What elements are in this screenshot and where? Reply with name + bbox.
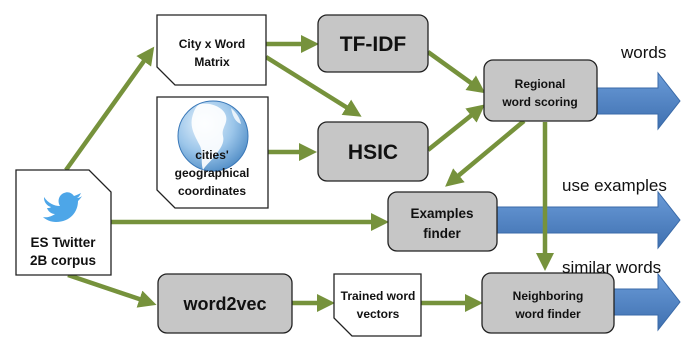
geo-coordinates-node: cities' geographical coordinates [156, 96, 269, 209]
coords-label-line2: geographical [175, 166, 250, 180]
arrow-corpus-to-matrix [64, 46, 155, 172]
tfidf-label: TF-IDF [340, 33, 407, 56]
coords-label-line3: coordinates [178, 184, 246, 198]
trained-label-line2: vectors [357, 307, 400, 321]
examples-label-line2: finder [423, 226, 461, 241]
output-arrow-words [596, 71, 681, 131]
examples-label-line1: Examples [410, 206, 473, 221]
regional-label-line1: Regional [515, 77, 566, 91]
neighbor-label-line1: Neighboring [513, 289, 584, 303]
regional-word-scoring-node: Regional word scoring [483, 59, 598, 122]
arrow-regional-to-examples [445, 119, 526, 187]
regional-label-line2: word scoring [501, 95, 577, 109]
twitter-corpus-node: ES Twitter 2B corpus [15, 169, 112, 276]
coords-label-line1: cities' [195, 148, 229, 162]
output-label-use-examples: use examples [562, 176, 667, 195]
output-label-similar-words: similar words [562, 258, 661, 277]
trained-label-line1: Trained word [341, 289, 416, 303]
word2vec-node: word2vec [157, 273, 293, 334]
neighboring-word-finder-node: Neighboring word finder [481, 272, 615, 334]
neighbor-label-line2: word finder [514, 307, 581, 321]
city-word-matrix-node: City x Word Matrix [156, 14, 267, 86]
corpus-label-line2: 2B corpus [30, 253, 96, 268]
tfidf-node: TF-IDF [317, 14, 429, 73]
globe-icon [177, 100, 249, 172]
twitter-bird-icon [43, 192, 82, 222]
output-arrow-similar-words [613, 272, 681, 332]
matrix-label-line1: City x Word [179, 37, 245, 51]
hsic-label: HSIC [348, 141, 398, 164]
arrow-tfidf-to-regional [426, 50, 486, 94]
word2vec-label: word2vec [182, 294, 266, 314]
connector-arrows [64, 35, 554, 312]
output-label-words: words [620, 43, 666, 62]
matrix-label-line2: Matrix [194, 55, 230, 69]
arrow-corpus-to-word2vec [67, 272, 157, 308]
arrow-matrix-to-hsic [264, 55, 362, 117]
arrow-hsic-to-regional [426, 104, 486, 152]
output-arrow-use-examples [496, 190, 681, 250]
corpus-label-line1: ES Twitter [30, 235, 96, 250]
hsic-node: HSIC [317, 121, 429, 182]
examples-finder-node: Examples finder [387, 191, 498, 252]
trained-vectors-node: Trained word vectors [333, 273, 422, 337]
